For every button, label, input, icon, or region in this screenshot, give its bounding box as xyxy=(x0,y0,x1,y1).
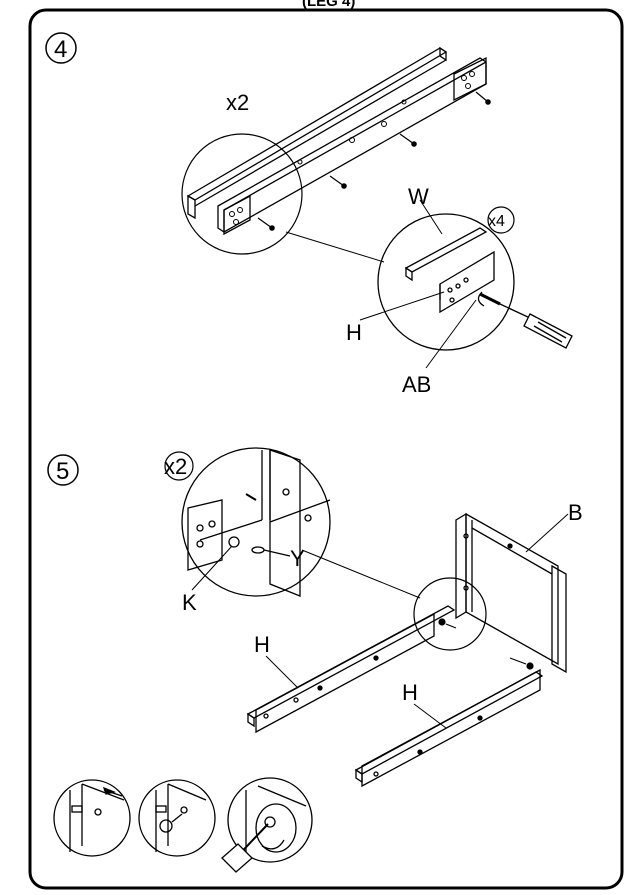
detail-circle-a xyxy=(53,779,131,857)
x2-circle xyxy=(164,451,194,481)
rail-assembly-main xyxy=(186,46,487,236)
leader-ab xyxy=(425,299,477,369)
step-5: 5 x2 Y K xyxy=(47,447,583,788)
step-4-detail-quantity: x4 xyxy=(488,213,505,230)
callout-line-step5 xyxy=(301,549,421,599)
leader-h-step4 xyxy=(359,291,445,321)
leader-w xyxy=(419,199,443,235)
rail-h-upper xyxy=(246,605,456,734)
label-ab: AB xyxy=(402,372,431,397)
leader-k xyxy=(191,545,233,591)
label-w: W xyxy=(408,184,429,209)
screws-step4 xyxy=(257,91,491,231)
step-5-detail-quantity: x2 xyxy=(164,454,187,479)
page-header-text: (LEG 4) xyxy=(302,0,355,10)
leader-b xyxy=(525,513,569,553)
screwdriver-icon xyxy=(477,291,573,349)
panel-b xyxy=(455,512,567,674)
magnify-circle-step5 xyxy=(413,577,487,651)
step-5-number-circle xyxy=(47,454,79,486)
label-k: K xyxy=(182,590,197,615)
magnify-circle-left xyxy=(181,133,303,255)
label-h-upper: H xyxy=(254,632,270,657)
step-5-number: 5 xyxy=(56,458,69,485)
leader-h-lower xyxy=(413,703,447,729)
screwdriver-handle-bottom xyxy=(221,843,253,873)
bottom-detail-circles xyxy=(53,777,313,873)
label-y: Y xyxy=(290,546,305,571)
label-h-step4: H xyxy=(346,320,362,345)
label-b: B xyxy=(568,500,583,525)
detail-frame-step5 xyxy=(187,449,331,597)
callout-line xyxy=(285,231,385,263)
label-h-lower: H xyxy=(402,680,418,705)
detail-circle-step5 xyxy=(181,447,331,597)
step-4-quantity: x2 xyxy=(226,90,249,115)
detail-circle-c xyxy=(227,777,313,863)
hardware-step5 xyxy=(438,618,534,670)
step-4: 4 x2 xyxy=(45,32,573,397)
step-4-number: 4 xyxy=(54,36,67,63)
detail-circle-step4 xyxy=(377,213,515,351)
rail-h-lower xyxy=(354,668,544,788)
detail-rail-step4 xyxy=(404,227,495,314)
page-border xyxy=(28,8,624,890)
rail-holes xyxy=(229,71,475,225)
detail-circle-b xyxy=(138,779,216,857)
x4-circle xyxy=(487,206,515,234)
leader-h-upper xyxy=(265,655,299,689)
step-4-number-circle xyxy=(45,32,77,64)
